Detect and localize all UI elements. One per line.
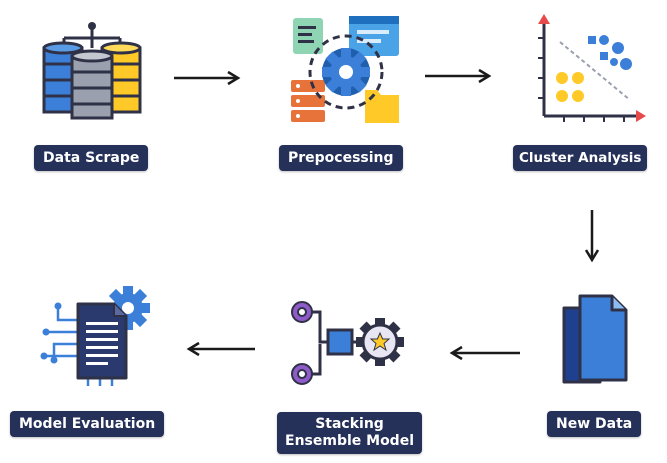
arrow-right-icon bbox=[425, 68, 492, 84]
label-stacking-line2: Ensemble Model bbox=[285, 433, 415, 449]
label-stacking-line1: Stacking bbox=[315, 416, 384, 432]
label-new-data: New Data bbox=[547, 411, 642, 437]
arrow-left-icon bbox=[186, 341, 255, 357]
label-preprocessing: Prepocessing bbox=[279, 145, 403, 171]
database-stack-icon bbox=[42, 22, 142, 120]
label-data-scrape: Data Scrape bbox=[34, 145, 149, 171]
label-model-evaluation: Model Evaluation bbox=[10, 411, 165, 437]
arrow-down-icon bbox=[584, 210, 600, 263]
scatter-cluster-icon bbox=[538, 14, 646, 122]
arrow-left-icon bbox=[449, 345, 520, 361]
label-stacking-ensemble-model: Stacking Ensemble Model bbox=[277, 412, 423, 454]
document-circuit-icon bbox=[40, 286, 150, 386]
arrow-right-icon bbox=[174, 70, 241, 86]
label-cluster-analysis: Cluster Analysis bbox=[513, 145, 648, 171]
documents-icon bbox=[562, 294, 628, 384]
gear-network-icon bbox=[291, 301, 404, 385]
gear-documents-icon bbox=[291, 16, 399, 123]
